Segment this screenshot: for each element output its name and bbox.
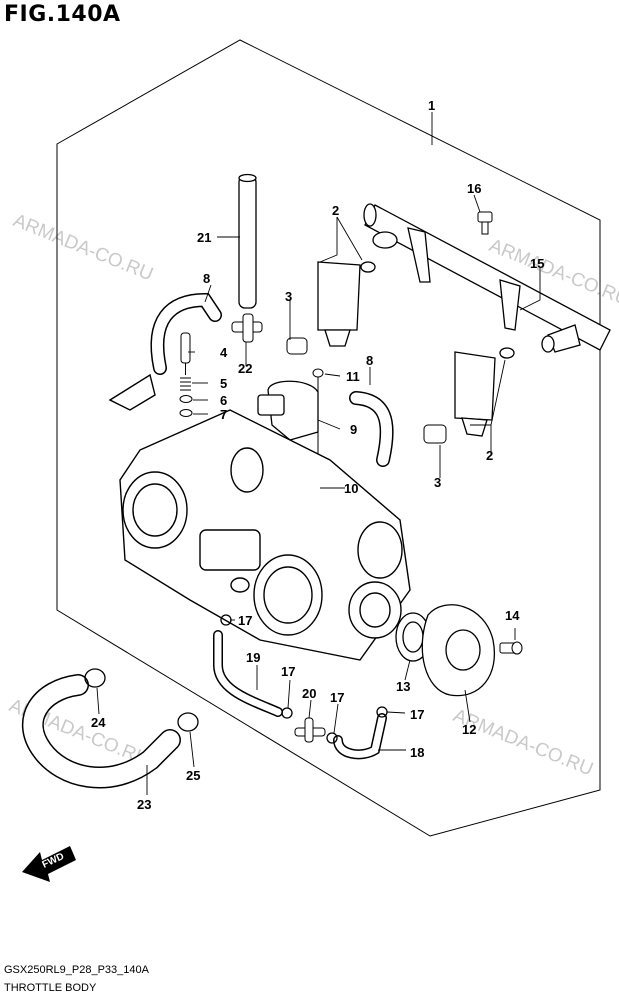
part-25-clamp: [177, 712, 199, 732]
callout-17-d: 17: [410, 707, 424, 722]
part-21-hose: [238, 173, 257, 309]
callout-8-left: 8: [203, 271, 210, 286]
fwd-arrow-icon: FWD: [22, 846, 76, 882]
callout-8-right: 8: [366, 353, 373, 368]
part-9-sensor: [257, 380, 319, 441]
callout-25: 25: [186, 768, 200, 783]
callout-10: 10: [344, 481, 358, 496]
callout-18: 18: [410, 745, 424, 760]
callout-19: 19: [246, 650, 260, 665]
part-14-bolt: [499, 641, 523, 655]
callout-3-upper: 3: [285, 289, 292, 304]
callout-12: 12: [462, 722, 476, 737]
part-13-ring: [395, 612, 431, 662]
callout-6: 6: [220, 393, 227, 408]
part-6-washer: [179, 395, 193, 403]
part-16-bolt: [477, 211, 493, 235]
callout-20: 20: [302, 686, 316, 701]
part-2-injector-upper: [317, 261, 376, 347]
leader-lines: [96, 112, 541, 795]
diagram-name: THROTTLE BODY: [4, 982, 97, 994]
part-24-clamp: [84, 668, 106, 688]
callout-9: 9: [350, 422, 357, 437]
watermark: ARMADA-CO.RU: [10, 210, 156, 285]
part-12-cover: [421, 604, 495, 697]
part-3-cap-upper: [286, 337, 308, 355]
part-1-fuel-rail: [363, 203, 611, 353]
callout-17-a: 17: [238, 613, 252, 628]
throttle-body: [108, 373, 411, 661]
callout-13: 13: [396, 679, 410, 694]
callout-3-lower: 3: [434, 475, 441, 490]
callout-22: 22: [238, 361, 252, 376]
part-7-oring: [179, 409, 193, 417]
callout-2-lower: 2: [486, 448, 493, 463]
callout-4: 4: [220, 345, 228, 360]
part-4-screw: [180, 332, 191, 375]
part-22-fitting: [231, 313, 263, 343]
callout-16: 16: [467, 181, 481, 196]
callout-17-b: 17: [281, 664, 295, 679]
part-5-spring: [180, 377, 191, 391]
callout-24: 24: [91, 715, 106, 730]
part-2-injector-lower: [454, 347, 515, 437]
assembly-frame: [56, 39, 601, 837]
callout-1: 1: [428, 98, 435, 113]
callout-7: 7: [220, 407, 227, 422]
watermark: ARMADA-CO.RU: [450, 705, 596, 780]
callout-21: 21: [197, 230, 211, 245]
callout-23: 23: [137, 797, 151, 812]
callout-15: 15: [530, 256, 544, 271]
callout-5: 5: [220, 376, 227, 391]
callout-17-c: 17: [330, 690, 344, 705]
callout-14: 14: [505, 608, 520, 623]
callout-11: 11: [346, 369, 360, 384]
callout-2-upper: 2: [332, 203, 339, 218]
part-20-t-fitting: [294, 717, 326, 743]
part-3-cap-lower: [423, 424, 447, 444]
diagram-code: GSX250RL9_P28_P33_140A: [4, 964, 149, 976]
figure-title: FIG.140A: [4, 2, 121, 27]
